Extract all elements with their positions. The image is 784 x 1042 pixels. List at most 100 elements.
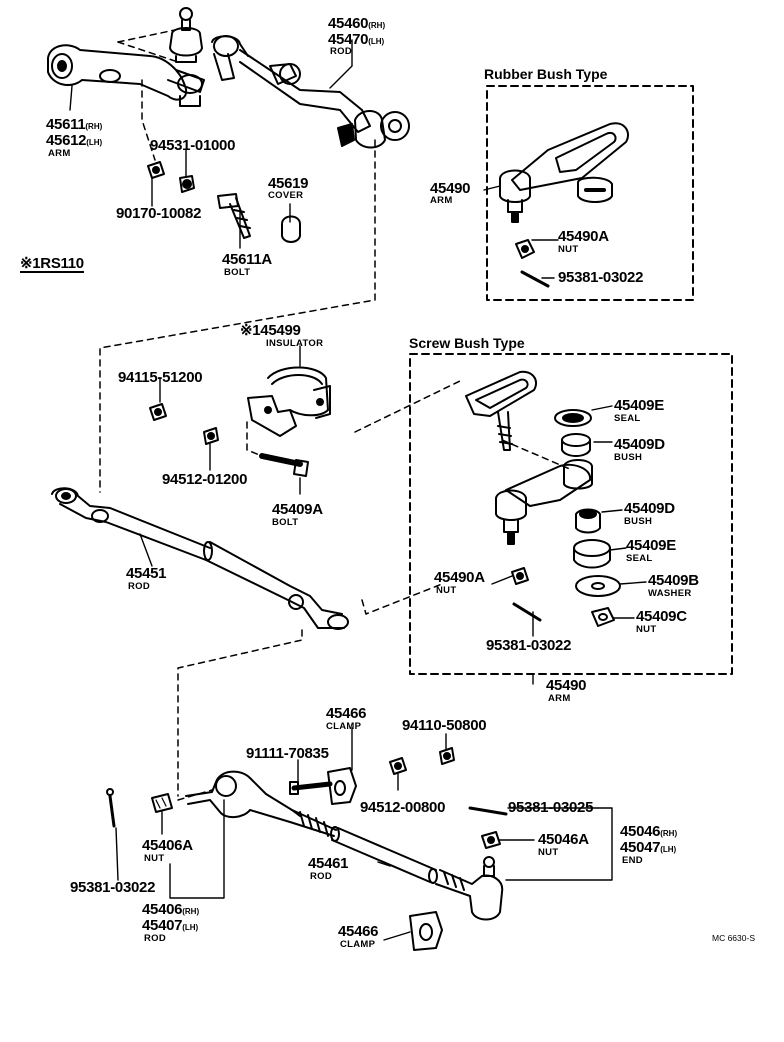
part-number: 45612 xyxy=(46,132,87,149)
arm-45611-drawing xyxy=(47,44,205,107)
screw-bush-type-title: Screw Bush Type xyxy=(409,335,525,351)
part-name: NUT xyxy=(538,847,559,858)
bush-45409D-top xyxy=(561,433,591,457)
seal-45409E-top xyxy=(554,409,592,427)
part-side: (RH) xyxy=(85,122,103,131)
part-name: NUT xyxy=(436,585,457,596)
part-label-45490A-top: 45490A xyxy=(558,228,609,245)
screw-bush-box xyxy=(409,353,733,675)
part-label-45461: 45461 xyxy=(308,855,349,872)
part-number: 45046 xyxy=(620,823,661,840)
part-number: 45406 xyxy=(142,901,183,918)
part-side: (RH) xyxy=(368,21,386,30)
part-side: (RH) xyxy=(660,829,678,838)
rod-45460-drawing xyxy=(211,35,410,149)
nut-94512-00800 xyxy=(389,757,407,775)
part-name: CLAMP xyxy=(326,721,362,732)
part-name: ARM xyxy=(548,693,571,704)
part-label-95381-top: 95381-03022 xyxy=(558,269,644,286)
part-label-45611A: 45611A xyxy=(222,251,272,268)
cotter-95381-bottom xyxy=(106,788,116,828)
part-label-45490A-mid: 45490A xyxy=(434,569,485,586)
part-label-45046: 45046(RH) xyxy=(620,824,677,840)
bolt-45611A xyxy=(217,193,251,239)
part-number: 45047 xyxy=(620,839,661,856)
rod-45461-drawing xyxy=(330,826,438,884)
bolt-91111 xyxy=(289,781,333,795)
bolt-45409A xyxy=(259,453,309,477)
clamp-45466-top xyxy=(327,767,357,805)
part-label-45409E-bottom: 45409E xyxy=(626,537,676,554)
part-name: BUSH xyxy=(614,452,643,463)
part-side: (RH) xyxy=(182,907,200,916)
bush-45409D-bottom xyxy=(575,508,601,534)
part-name: END xyxy=(622,855,643,866)
part-name: BOLT xyxy=(224,267,251,278)
cotter-95381-mid xyxy=(512,602,542,622)
part-name: BOLT xyxy=(272,517,299,528)
part-label-45406: 45406(RH) xyxy=(142,902,199,918)
part-label-45409B: 45409B xyxy=(648,572,699,589)
part-label-45406A: 45406A xyxy=(142,837,193,854)
arm-screw-bush-drawing xyxy=(465,370,593,545)
part-name: ROD xyxy=(128,581,151,592)
part-name: NUT xyxy=(558,244,579,255)
leader-lines xyxy=(69,39,647,941)
part-name: SEAL xyxy=(626,553,653,564)
nut-94512-01200 xyxy=(203,427,219,445)
clamp-45466-bottom xyxy=(409,911,443,951)
cotter-95381-03025 xyxy=(468,806,508,816)
part-name: COVER xyxy=(268,190,304,201)
seal-45409E-bottom xyxy=(573,539,611,569)
part-label-45612: 45612(LH) xyxy=(46,133,102,149)
assembly-guide-lines xyxy=(99,29,573,801)
part-label-94531: 94531-01000 xyxy=(150,137,236,154)
part-label-94110: 94110-50800 xyxy=(402,717,487,734)
part-label-45409E-top: 45409E xyxy=(614,397,664,414)
part-label-145499: ※145499 xyxy=(240,322,301,339)
part-name: ARM xyxy=(48,148,71,159)
part-label-90170: 90170-10082 xyxy=(116,205,202,222)
part-name: CLAMP xyxy=(340,939,376,950)
part-label-94512-00800: 94512-00800 xyxy=(360,799,446,816)
part-name: BUSH xyxy=(624,516,653,527)
part-side: (LH) xyxy=(86,138,103,147)
part-name: NUT xyxy=(636,624,657,635)
part-name: ROD xyxy=(330,46,353,57)
part-name: WASHER xyxy=(648,588,692,599)
part-label-45409D-bottom: 45409D xyxy=(624,500,675,517)
part-name: ROD xyxy=(144,933,167,944)
part-label-45409D-top: 45409D xyxy=(614,436,665,453)
part-number: 45407 xyxy=(142,917,183,934)
ball-stud-top xyxy=(169,7,203,63)
part-label-45460: 45460(RH) xyxy=(328,16,385,32)
part-name: NUT xyxy=(144,853,165,864)
part-label-45047: 45047(LH) xyxy=(620,840,676,856)
part-label-45490-mid: 45490 xyxy=(546,677,587,694)
part-label-95381-03025: 95381-03025 xyxy=(508,799,594,816)
nut-94115 xyxy=(149,403,167,421)
end-45046-drawing xyxy=(435,856,504,921)
arm-rubber-bush-drawing xyxy=(499,122,629,288)
part-label-45619: 45619 xyxy=(268,175,309,192)
part-label-45451: 45451 xyxy=(126,565,167,582)
part-number: 45470 xyxy=(328,31,369,48)
nut-45409C xyxy=(591,607,615,627)
part-label-45466-top: 45466 xyxy=(326,705,367,722)
part-label-45407: 45407(LH) xyxy=(142,918,198,934)
part-name: ARM xyxy=(430,195,453,206)
part-side: (LH) xyxy=(182,923,199,932)
nut-45490A-mid xyxy=(511,567,529,585)
nut-94110 xyxy=(439,747,455,765)
part-number: 45611 xyxy=(46,116,86,133)
part-side: (LH) xyxy=(368,37,385,46)
part-label-45409A: 45409A xyxy=(272,501,323,518)
diagram-code: MC 6630-S xyxy=(712,933,755,943)
part-label-95381-bottom: 95381-03022 xyxy=(70,879,156,896)
model-note: ※1RS110 xyxy=(20,255,84,273)
rubber-bush-type-title: Rubber Bush Type xyxy=(484,66,608,82)
nut-94531 xyxy=(179,175,195,193)
part-label-45046A: 45046A xyxy=(538,831,589,848)
rod-45451-drawing xyxy=(51,487,349,630)
